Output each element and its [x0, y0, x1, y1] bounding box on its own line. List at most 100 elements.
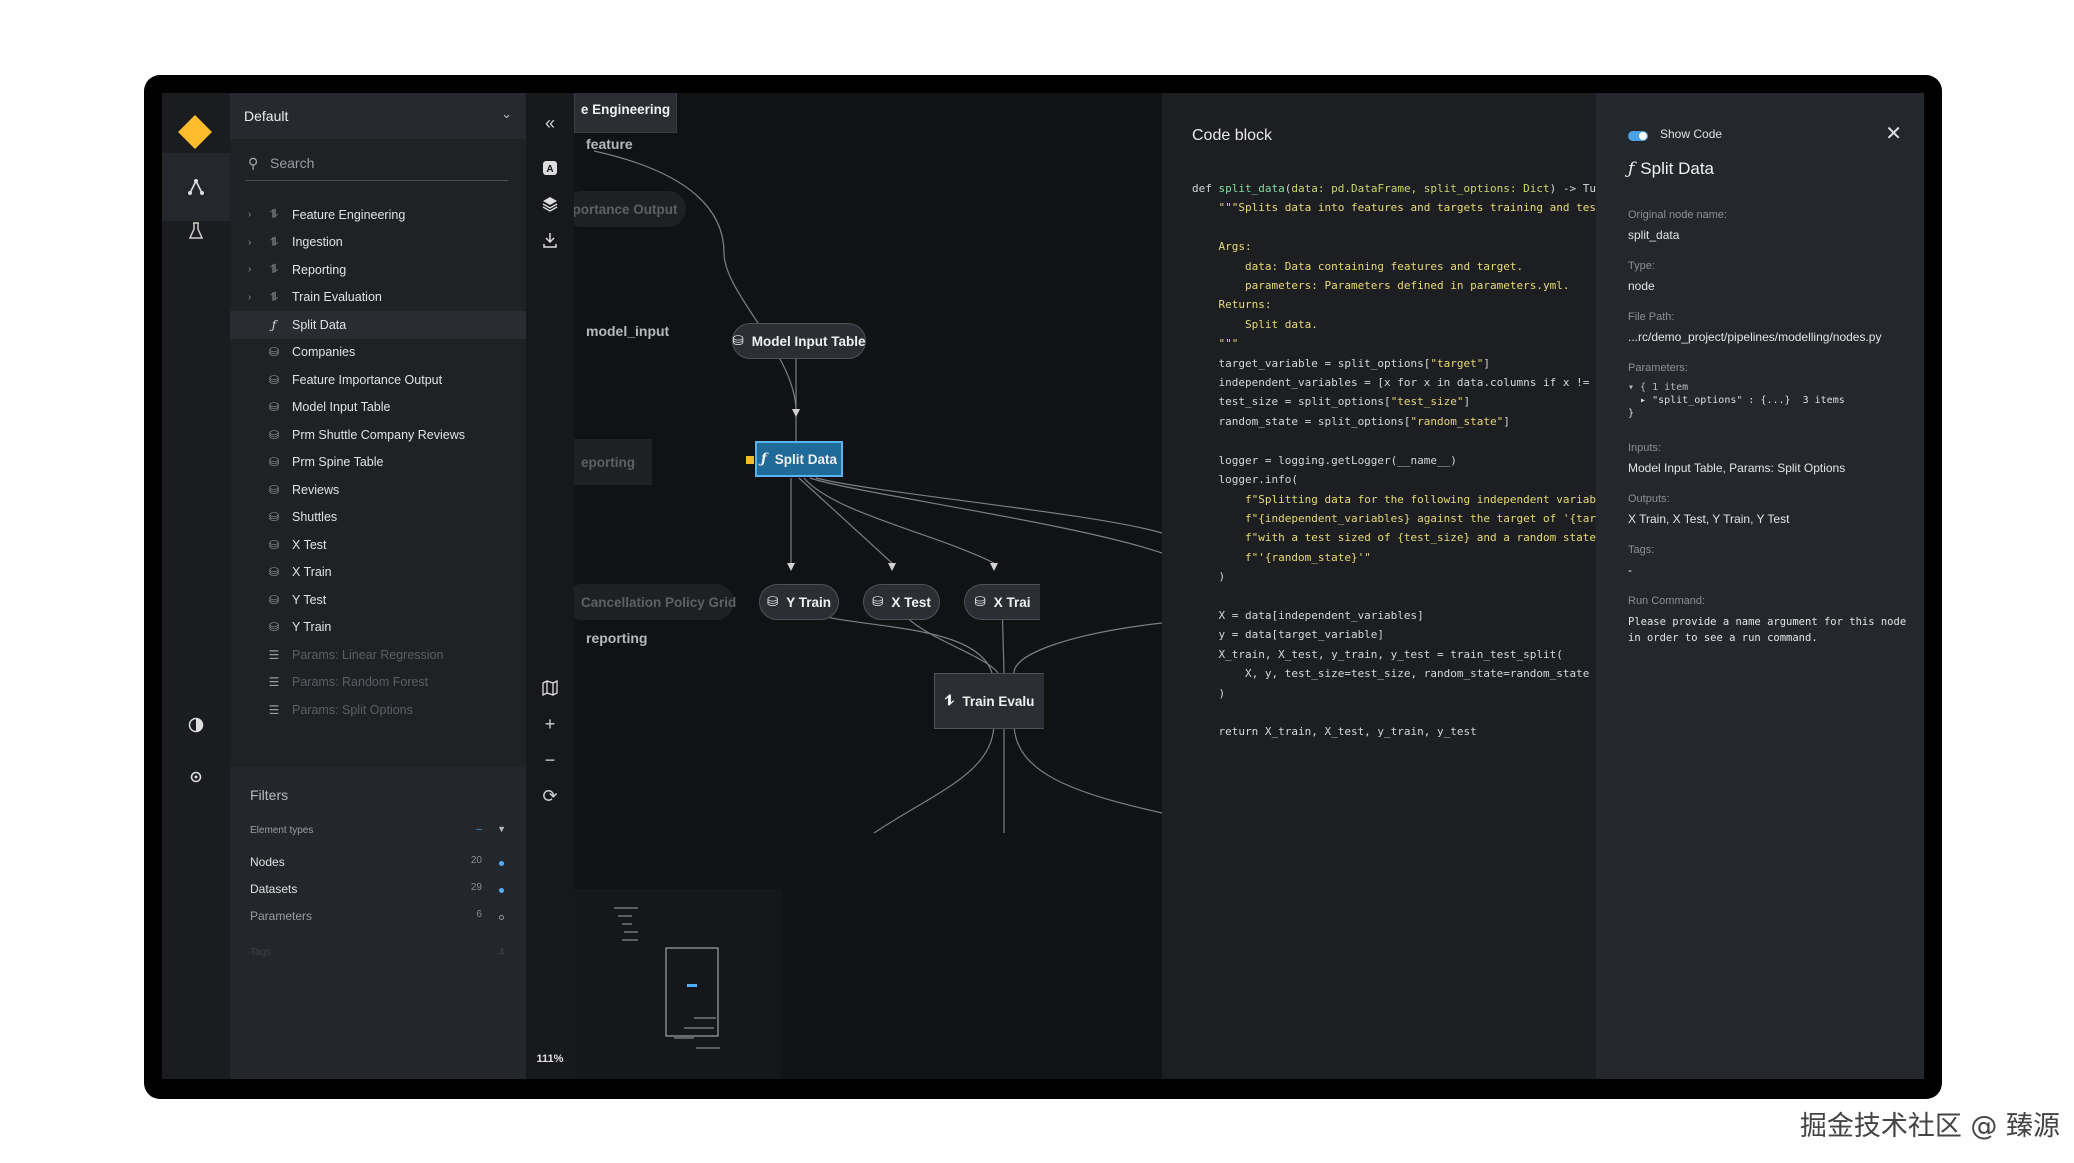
- close-icon[interactable]: ✕: [1885, 123, 1902, 145]
- element-types-header[interactable]: Element types – ▼: [250, 824, 510, 845]
- dataset-node-x-test[interactable]: ⛁ X Test: [863, 584, 940, 620]
- dataset-icon: ⛁: [268, 510, 280, 525]
- dataset-icon: ⛁: [268, 565, 280, 580]
- theme-toggle-icon[interactable]: [162, 691, 230, 759]
- parameters-json-tree[interactable]: ▾ { 1 item ▸ "split_options" : {...} 3 i…: [1628, 381, 1918, 420]
- labels-toggle-icon[interactable]: A: [526, 148, 574, 188]
- dataset-icon: ⛁: [268, 400, 280, 415]
- filters-panel: Filters Element types – ▼ Nodes 20 Datas…: [230, 767, 526, 1079]
- dataset-icon: ⛁: [732, 333, 744, 348]
- collapse-sidebar-icon[interactable]: «: [544, 112, 555, 133]
- tree-item-label: Prm Shuttle Company Reviews: [292, 427, 465, 442]
- chevron-right-icon[interactable]: ›: [248, 236, 252, 248]
- dataset-node-cancellation-policy-grid[interactable]: ⛁ Cancellation Policy Grid: [574, 584, 736, 620]
- filter-label: Parameters: [250, 909, 313, 923]
- json-line[interactable]: ▸ "split_options" : {...} 3 items: [1628, 395, 1845, 406]
- type-key: Type:: [1628, 260, 1655, 272]
- modular-node-reporting[interactable]: eporting: [574, 439, 652, 485]
- zoom-out-icon[interactable]: −: [544, 749, 556, 770]
- tree-item[interactable]: ☰Params: Random Forest: [230, 669, 526, 697]
- collapse-minus-icon[interactable]: –: [476, 824, 482, 835]
- chevron-right-icon[interactable]: ›: [248, 291, 252, 303]
- tree-item[interactable]: ⛁Companies: [230, 339, 526, 367]
- dataset-node-feature-importance[interactable]: portance Output: [574, 191, 686, 227]
- param-icon: ☰: [268, 702, 280, 717]
- download-icon[interactable]: [526, 220, 574, 260]
- filter-checkbox[interactable]: [499, 861, 504, 866]
- modular-node-feature-engineering[interactable]: e Engineering: [574, 93, 677, 133]
- tree-item[interactable]: ›⥮Feature Engineering: [230, 201, 526, 229]
- run-command-value: Please provide a name argument for this …: [1628, 616, 1907, 644]
- layers-icon[interactable]: [526, 184, 574, 224]
- filter-row-datasets[interactable]: Datasets 29: [250, 882, 510, 902]
- dataset-node-x-train[interactable]: ⛁ X Trai: [964, 584, 1040, 620]
- zoom-in-icon[interactable]: +: [544, 713, 556, 734]
- filters-title: Filters: [250, 787, 289, 803]
- tree-item[interactable]: ⛁Feature Importance Output: [230, 366, 526, 394]
- tags-header[interactable]: Tags 4: [250, 947, 510, 967]
- tree-item[interactable]: ⛁Prm Shuttle Company Reviews: [230, 421, 526, 449]
- tree-item[interactable]: ⛁Prm Spine Table: [230, 449, 526, 477]
- filter-count: 20: [470, 855, 482, 866]
- chevron-right-icon[interactable]: ›: [248, 264, 252, 276]
- tree-item-label: Params: Split Options: [292, 702, 413, 717]
- json-line: }: [1628, 408, 1635, 419]
- filter-row-parameters[interactable]: Parameters 6: [250, 909, 510, 929]
- caret-down-icon[interactable]: ▼: [497, 824, 506, 834]
- tree-item[interactable]: ☰Params: Linear Regression: [230, 641, 526, 669]
- function-node-split-data[interactable]: ƒ Split Data: [755, 441, 843, 477]
- tree-item[interactable]: ⛁X Test: [230, 531, 526, 559]
- tree-item[interactable]: ☰ Params: Split Options: [230, 696, 526, 724]
- dataset-icon: ⛁: [268, 372, 280, 387]
- tree-item[interactable]: ⛁Shuttles: [230, 504, 526, 532]
- show-code-toggle[interactable]: [1628, 131, 1648, 141]
- pipeline-dropdown[interactable]: Default ⌄: [230, 93, 526, 139]
- modular-node-train-evaluation[interactable]: ⥮ Train Evalu: [934, 673, 1044, 729]
- tree-item[interactable]: ›⥮Ingestion: [230, 229, 526, 257]
- filter-checkbox[interactable]: [499, 915, 504, 920]
- reset-zoom-icon[interactable]: ⟳: [542, 785, 558, 806]
- layer-label-feature: feature: [586, 136, 633, 152]
- filter-checkbox[interactable]: [499, 888, 504, 893]
- dataset-icon: ⛁: [268, 620, 280, 635]
- chevron-right-icon[interactable]: ›: [248, 209, 252, 221]
- dataset-node-model-input-table[interactable]: ⛁ Model Input Table: [732, 323, 866, 359]
- function-icon: ƒ: [1628, 159, 1635, 179]
- file-path-value: ...rc/demo_project/pipelines/modelling/n…: [1628, 330, 1882, 344]
- filter-label: Nodes: [250, 855, 285, 869]
- tree-item[interactable]: ›⥮Train Evaluation: [230, 284, 526, 312]
- flowchart-icon[interactable]: [162, 153, 230, 221]
- modular-icon: ⥮: [269, 207, 279, 222]
- filter-count: 29: [470, 882, 482, 893]
- tree-item[interactable]: ⛁Reviews: [230, 476, 526, 504]
- function-icon: ƒ: [760, 451, 767, 467]
- filter-label: Datasets: [250, 882, 298, 896]
- dataset-icon: ⛁: [268, 592, 280, 607]
- toolbar: « A + − ⟳ 111%: [526, 93, 574, 1079]
- modular-icon: ⥮: [269, 234, 279, 249]
- dataset-node-y-train[interactable]: ⛁ Y Train: [759, 584, 839, 620]
- minimap[interactable]: [574, 889, 782, 1079]
- app-window: Default ⌄ ⚲ Search ›⥮Feature Engineering…: [162, 93, 1924, 1079]
- tree-item[interactable]: ›⥮Reporting: [230, 256, 526, 284]
- svg-text:A: A: [546, 164, 553, 175]
- tree-item[interactable]: ⛁X Train: [230, 559, 526, 587]
- nav-rail: [162, 93, 230, 1079]
- minimap-toggle-icon[interactable]: [526, 668, 574, 708]
- filter-row-nodes[interactable]: Nodes 20: [250, 855, 510, 875]
- search-input[interactable]: ⚲ Search: [246, 155, 508, 181]
- settings-gear-icon[interactable]: [162, 743, 230, 811]
- dataset-icon: ⛁: [268, 537, 280, 552]
- node-label: Split Data: [774, 451, 838, 467]
- code-panel-title: Code block: [1192, 127, 1273, 144]
- tree-item[interactable]: ⛁Y Train: [230, 614, 526, 642]
- tree-item[interactable]: ⛁Y Test: [230, 586, 526, 614]
- experiment-flask-icon[interactable]: [162, 197, 230, 265]
- dataset-icon: ⛁: [766, 594, 779, 609]
- node-label: Model Input Table: [751, 333, 866, 349]
- tree-item[interactable]: ⛁Model Input Table: [230, 394, 526, 422]
- flowchart-canvas[interactable]: e Engineering feature portance Output mo…: [574, 93, 1162, 1079]
